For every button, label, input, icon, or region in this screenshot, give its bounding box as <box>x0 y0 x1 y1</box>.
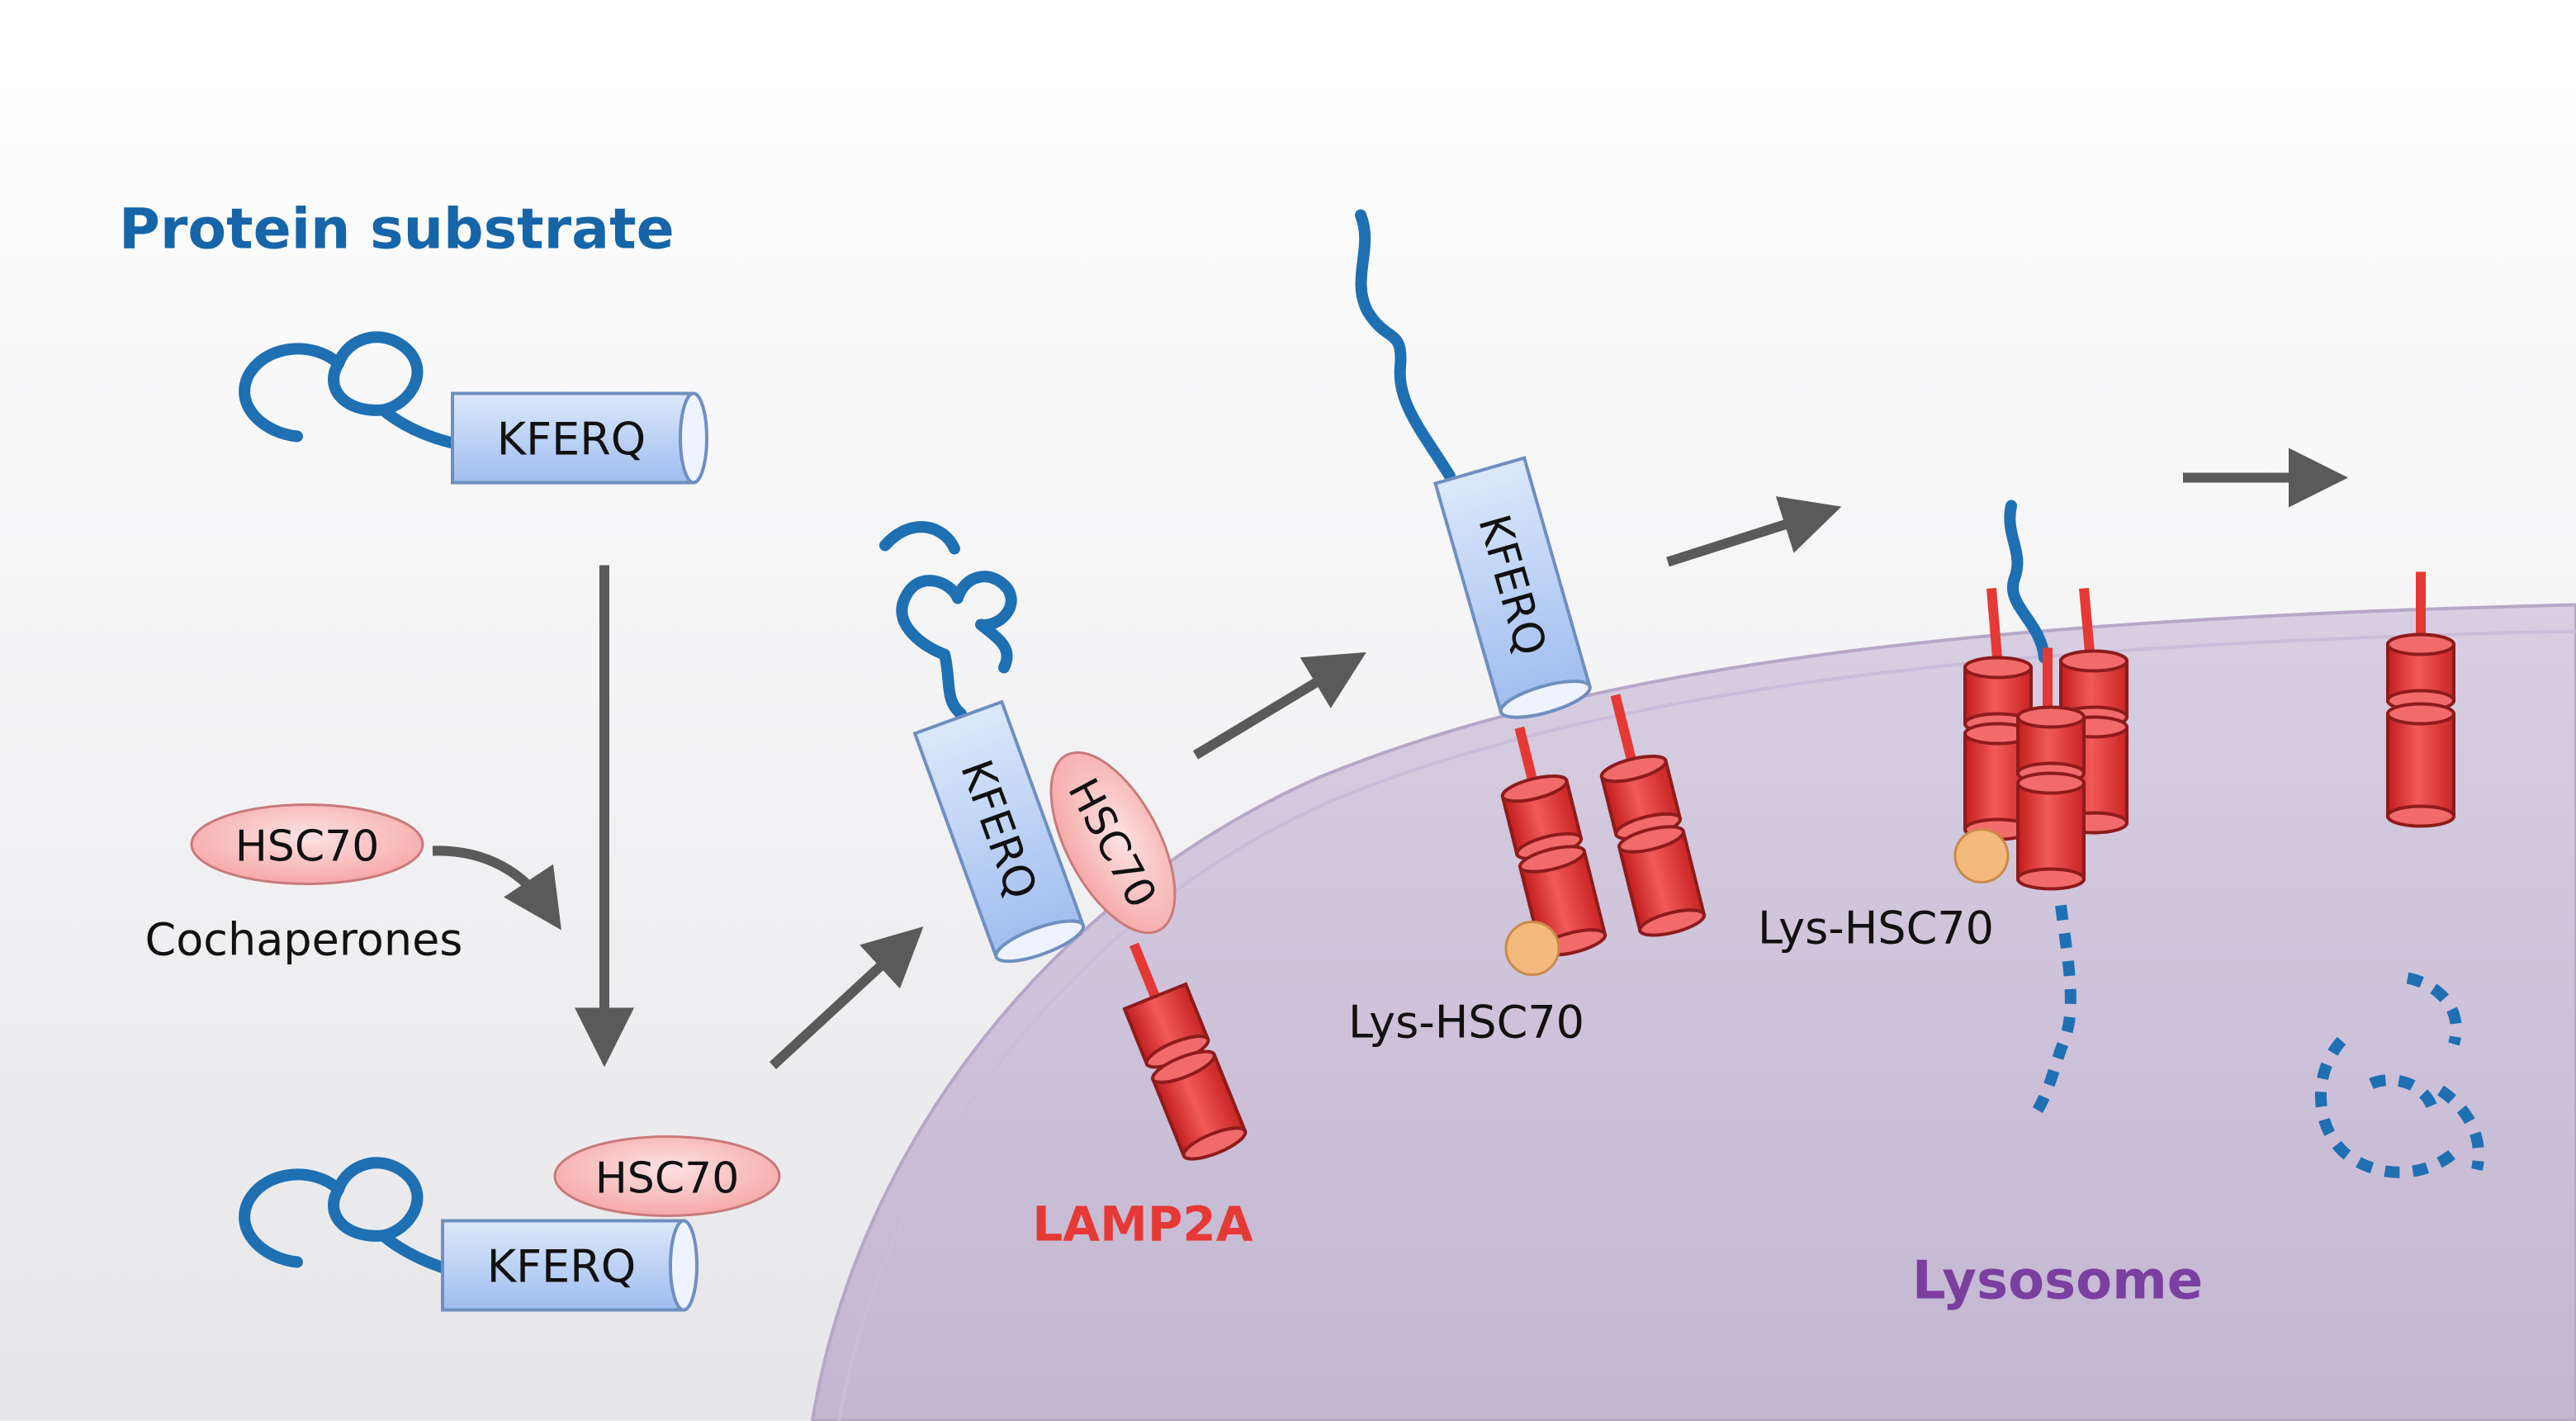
lamp2a-right <box>1599 694 1707 937</box>
kferq-cylinder-unfolding: KFERQ <box>1433 456 1592 719</box>
kferq-label: KFERQ <box>497 414 646 466</box>
kferq-cylinder-top: KFERQ <box>451 391 708 485</box>
hsc70-bound: HSC70 <box>553 1135 781 1217</box>
lamp2a-label: LAMP2A <box>1032 1196 1252 1253</box>
lys-hsc70-label-1: Lys-HSC70 <box>1348 997 1584 1049</box>
hsc70-free: HSC70 <box>190 803 424 885</box>
title-protein-substrate: Protein substrate <box>119 197 675 263</box>
hsc70-label: HSC70 <box>235 822 380 872</box>
translocated-peptide <box>2032 904 2076 1113</box>
kferq-cylinder-bound: KFERQ <box>441 1219 698 1312</box>
protein-substrate-bound: KFERQ HSC70 <box>239 1135 781 1312</box>
cochaperones-label: Cochaperones <box>145 914 463 966</box>
arrow-step-1 <box>769 926 924 1069</box>
stage-unfolding: KFERQ <box>1355 209 1707 976</box>
stage-translocation <box>1953 500 2129 1113</box>
lysosome-label: Lysosome <box>1912 1251 2203 1312</box>
lys-hsc70-circle <box>1504 921 1560 976</box>
lamp2a-released <box>2386 571 2455 828</box>
degraded-peptides <box>2314 972 2485 1178</box>
lamp2a-monomer <box>1122 942 1248 1161</box>
arrow-curve-join <box>432 845 561 931</box>
arrow-step-2 <box>1192 651 1366 760</box>
kferq-label: KFERQ <box>487 1241 637 1293</box>
lys-hsc70-circle <box>1953 828 2010 883</box>
lys-hsc70-label-2: Lys-HSC70 <box>1758 902 1994 954</box>
arrow-step-3 <box>1666 496 1842 567</box>
stage-degradation <box>2314 571 2485 1178</box>
lysosome-body <box>810 603 2576 1421</box>
protein-substrate-top: KFERQ <box>239 331 708 485</box>
hsc70-label: HSC70 <box>595 1154 740 1204</box>
